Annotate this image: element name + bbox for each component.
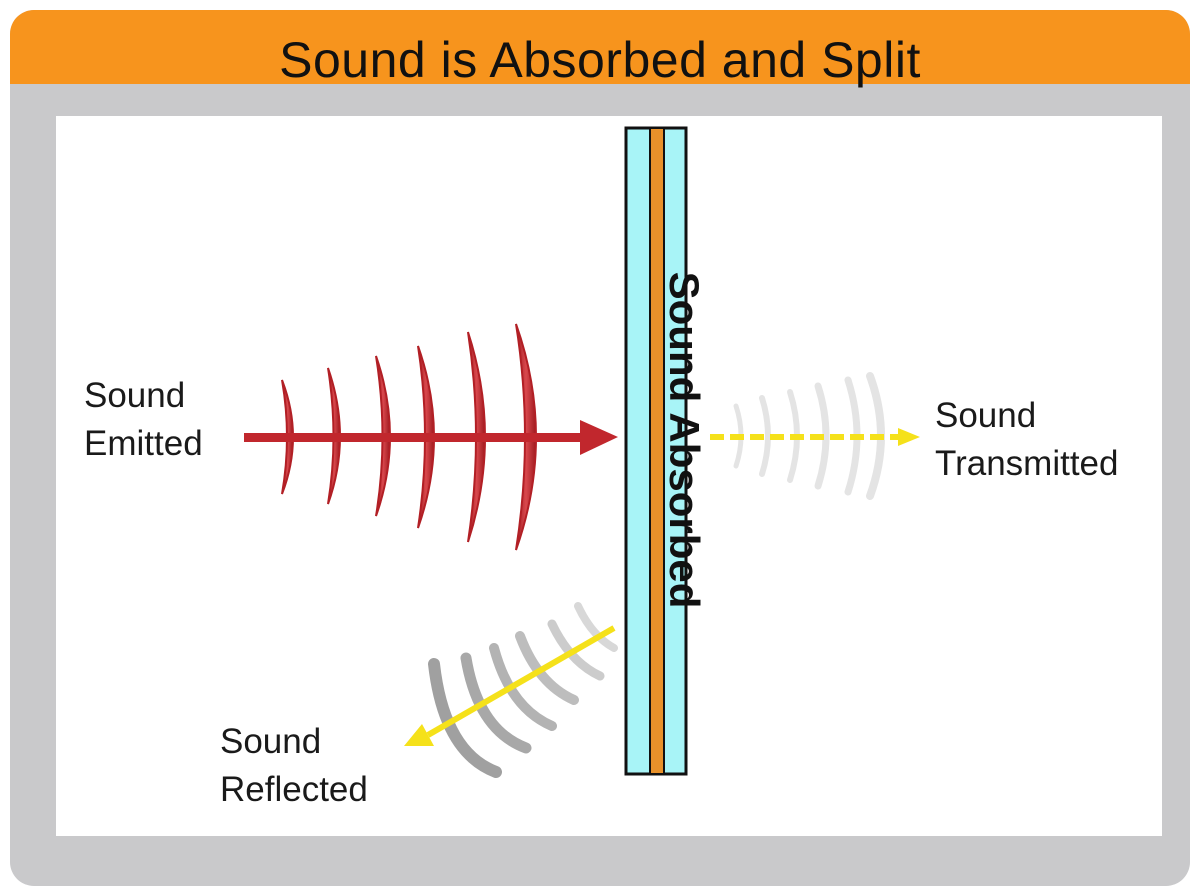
sound-transmitted-line-2: Transmitted [935,444,1119,483]
sound-emitted-line-1: Sound [84,376,186,415]
sound-reflected-label: Sound Reflected [220,718,368,814]
sound-transmitted-label: Sound Transmitted [935,392,1118,488]
sound-transmitted-line-1: Sound [935,396,1037,435]
sound-reflected-line-2: Reflected [220,770,368,809]
reflected-wave-6 [428,658,502,778]
transmitted-wave-4 [814,382,830,490]
sound-reflected-line-1: Sound [220,722,322,761]
reflected-wave-4 [489,643,557,731]
diagram-frame: Sound is Absorbed and Split [10,10,1190,886]
reflected-wave-1 [574,602,618,652]
transmitted-wave-2 [759,395,771,477]
reflected-wave-5 [460,652,532,754]
reflected-wave-3 [515,631,579,705]
diagram-title: Sound is Absorbed and Split [279,32,921,88]
sound-emitted-line-2: Emitted [84,424,203,463]
absorbing-wall: Sound Absorbed [624,126,708,776]
sound-emitted-label: Sound Emitted [84,372,203,468]
sound-absorbed-label: Sound Absorbed [661,272,708,609]
diagram-canvas [56,116,1162,836]
transmitted-arrow [710,428,920,446]
reflected-wave-2 [547,619,605,681]
reflected-arrow [404,625,616,746]
reflected-waves [428,602,618,778]
title-bar: Sound is Absorbed and Split [10,10,1190,88]
emitted-arrow [244,420,618,455]
